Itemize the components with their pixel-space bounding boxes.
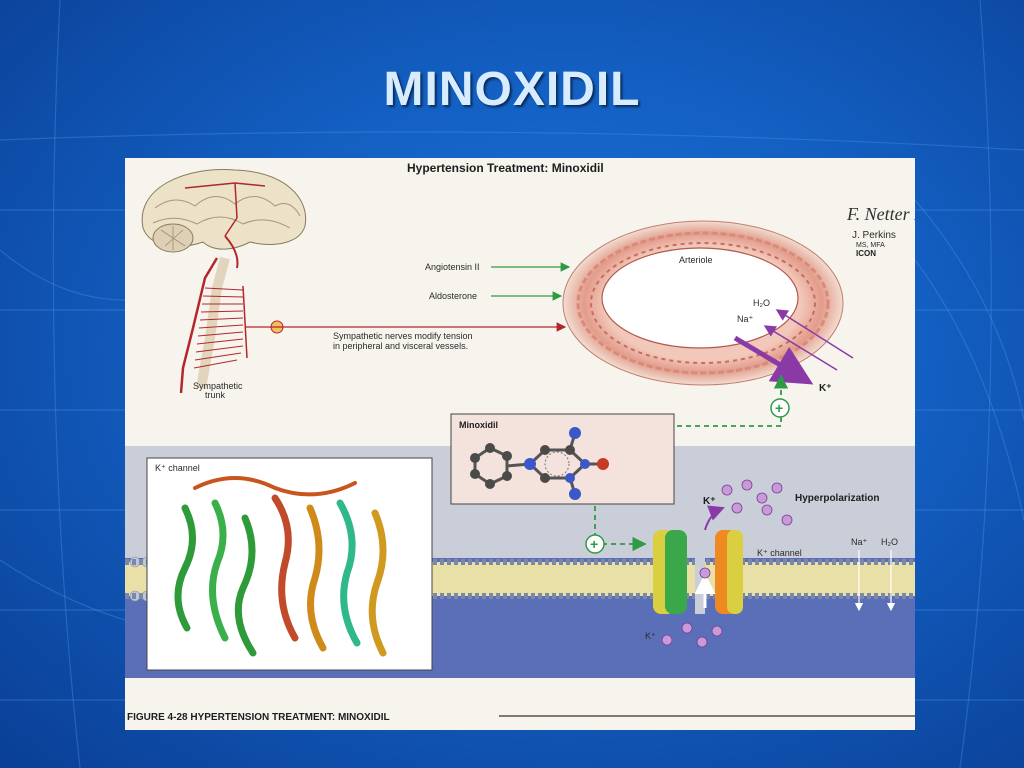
aldosterone-label: Aldosterone — [429, 291, 477, 301]
brain-illustration — [141, 169, 307, 269]
potassium-label: K⁺ — [819, 383, 832, 394]
figure-caption: FIGURE 4-28 HYPERTENSION TREATMENT: MINO… — [127, 712, 390, 723]
figure-canvas: Hypertension Treatment: Minoxidil F. Net… — [125, 161, 915, 730]
potassium-ions-outside — [721, 479, 793, 526]
arteriole-illustration — [562, 220, 844, 386]
k-channel-box-label: K⁺ channel — [155, 463, 200, 473]
water-label: H₂O — [753, 298, 770, 308]
minoxidil-molecule-box — [450, 413, 675, 505]
angiotensin-label: Angiotensin II — [425, 262, 480, 272]
k-channel-ribbon — [174, 476, 387, 657]
k-channel-label: K⁺ channel — [757, 548, 802, 558]
k-top-label: K⁺ — [703, 496, 716, 507]
sympathetic-nerves-text-2: in peripheral and visceral vessels. — [333, 341, 468, 351]
positive-effect-upper — [770, 398, 790, 418]
arteriole-label: Arteriole — [679, 255, 713, 265]
sympathetic-trunk-label-2: trunk — [205, 390, 226, 400]
netter-signature: F. Netter M.D. — [846, 204, 915, 224]
positive-effect-upper-sign: + — [775, 400, 783, 416]
k-exit-arrow — [704, 505, 725, 531]
minoxidil-molecule — [470, 427, 609, 500]
positive-effect-lower — [585, 534, 605, 554]
sodium-label: Na⁺ — [737, 314, 754, 324]
k-bottom-label: K⁺ — [645, 631, 656, 641]
potassium-efflux-arrow — [733, 335, 814, 385]
netter-figure: Hypertension Treatment: Minoxidil F. Net… — [125, 158, 915, 730]
k-channel-membrane-protein — [653, 530, 743, 614]
hyperpolarization-label: Hyperpolarization — [795, 493, 879, 504]
potassium-ions-inside — [661, 567, 723, 648]
credit-mark: ICON — [856, 249, 876, 258]
figure-header: Hypertension Treatment: Minoxidil — [407, 161, 604, 175]
water-influx-arrow — [775, 309, 854, 359]
h2o-right-label: H₂O — [881, 537, 898, 547]
spinal-cord-illustration — [179, 256, 284, 394]
credit-name: J. Perkins — [852, 230, 896, 241]
minoxidil-to-arteriole-path — [677, 374, 789, 427]
sympathetic-nerves-text: Sympathetic nerves modify tension — [333, 331, 473, 341]
credit-degree: MS, MFA — [856, 242, 885, 249]
na-right-label: Na⁺ — [851, 537, 868, 547]
minoxidil-label: Minoxidil — [459, 420, 498, 430]
slide-title: MINOXIDIL — [383, 63, 641, 116]
sympathetic-trunk-label: Sympathetic — [193, 381, 243, 391]
positive-effect-lower-sign: + — [590, 536, 598, 552]
